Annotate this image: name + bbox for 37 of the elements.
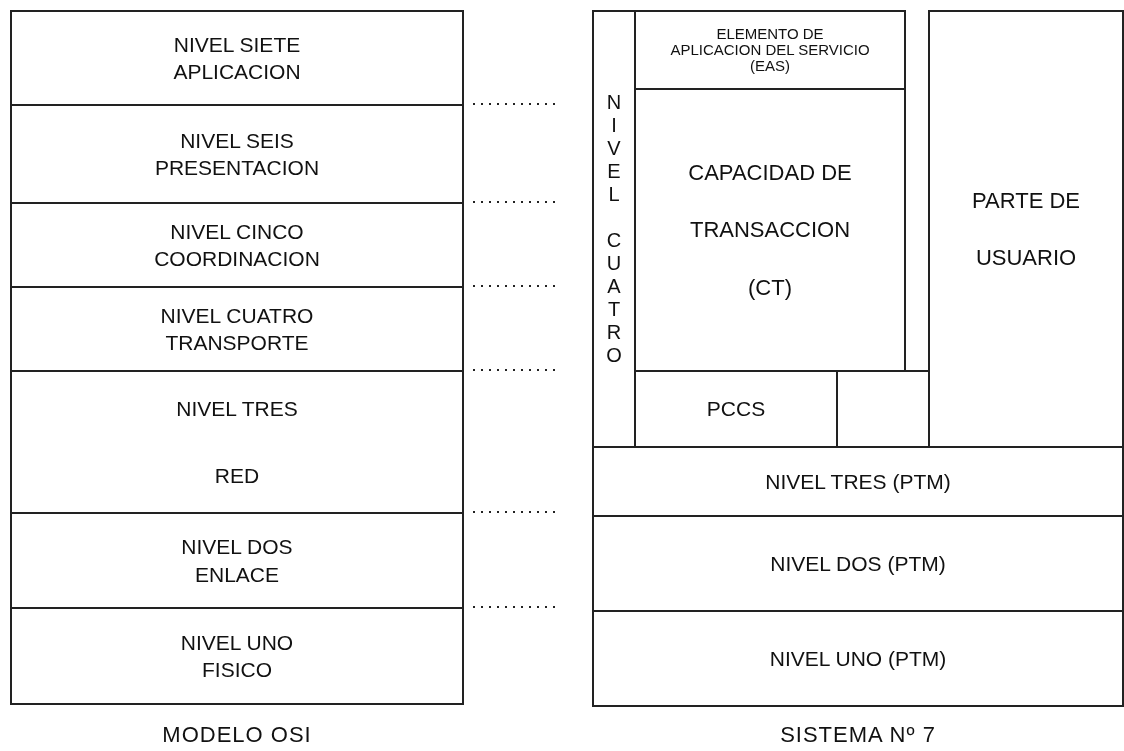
layer-label: NIVEL TRES: [176, 395, 298, 422]
layer-box: [592, 610, 1124, 707]
layer-label: PARTE DE USUARIO: [971, 186, 1081, 272]
layer-label: NIVEL TRES (PTM): [765, 468, 951, 495]
layer-box: [592, 446, 1124, 517]
layer-box: [10, 202, 464, 288]
layer-box: [10, 370, 464, 514]
layer-box: [10, 10, 464, 106]
vertical-band: [592, 10, 636, 448]
layer-label: PCCS: [706, 396, 766, 422]
layer-label: CAPACIDAD DE TRANSACCION (CT): [687, 159, 853, 302]
layer-label: FISICO: [202, 657, 272, 683]
layer-label: APLICACION: [173, 59, 301, 85]
layer-label: ENLACE: [195, 561, 279, 588]
layer-label: NIVEL CUATRO: [604, 91, 624, 367]
layer-label: TRANSPORTE: [165, 330, 309, 356]
stack-caption: SISTEMA Nº 7: [779, 722, 937, 748]
layer-box: [10, 607, 464, 705]
layer-box: [10, 512, 464, 609]
layer-label: COORDINACION: [154, 246, 320, 272]
layer-label: NIVEL CUATRO: [160, 302, 314, 329]
layer-label: NIVEL DOS: [181, 534, 293, 561]
layer-box: [928, 10, 1124, 448]
layer-label: ELEMENTO DE APLICACION DEL SERVICIO (EAS): [670, 26, 870, 74]
layer-label: NIVEL SEIS: [180, 127, 294, 154]
layer-label: NIVEL UNO: [180, 629, 294, 656]
stack-caption: MODELO OSI: [161, 722, 313, 748]
layer-label: NIVEL DOS (PTM): [770, 550, 946, 577]
layer-label: NIVEL SIETE: [173, 31, 301, 58]
layer-box: [10, 104, 464, 204]
layer-label: RED: [214, 463, 260, 489]
layer-box: [10, 286, 464, 372]
layer-label: PRESENTACION: [154, 155, 320, 181]
layer-label: NIVEL CINCO: [170, 218, 304, 245]
layer-box: [634, 10, 906, 90]
layer-label: NIVEL UNO (PTM): [769, 645, 947, 672]
layer-box: [592, 515, 1124, 612]
